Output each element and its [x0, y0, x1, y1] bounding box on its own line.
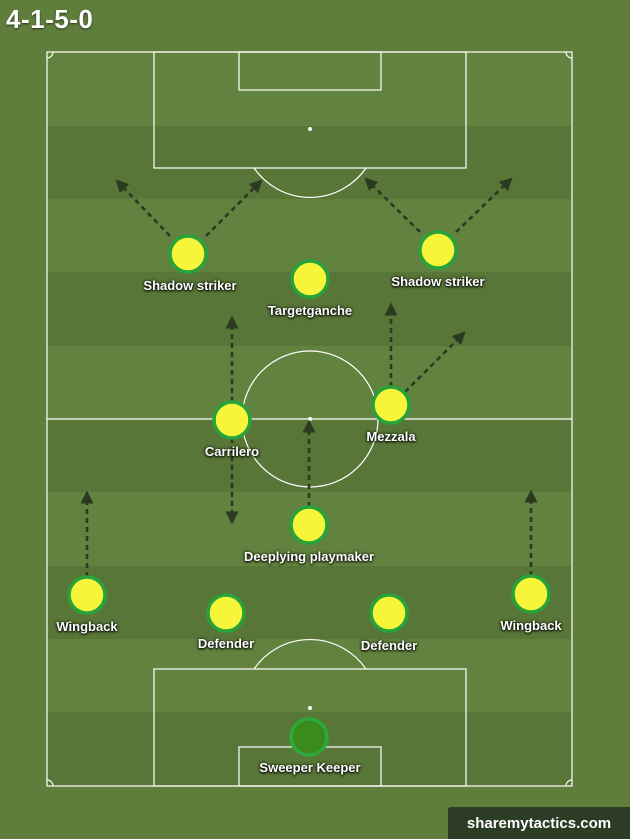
corner-arc-bottom-right	[565, 779, 573, 787]
player-marker-shadow-striker[interactable]	[168, 234, 208, 274]
player-marker-wingback[interactable]	[511, 574, 551, 614]
player-label-targetganche: Targetganche	[267, 303, 353, 318]
grass-stripe	[47, 346, 572, 419]
movement-arrow	[455, 177, 513, 233]
player-marker-shadow-striker[interactable]	[418, 230, 458, 270]
player-label-shadow-striker: Shadow striker	[391, 274, 485, 289]
player-label-shadow-striker: Shadow striker	[143, 278, 237, 293]
top-penalty-spot	[308, 127, 312, 131]
bottom-penalty-arc	[253, 638, 367, 670]
player-label-sweeper-keeper: Sweeper Keeper	[259, 760, 361, 775]
player-marker-wingback[interactable]	[67, 575, 107, 615]
top-goal-area	[238, 51, 382, 91]
movement-arrow	[205, 179, 263, 237]
grass-stripe	[47, 639, 572, 712]
player-label-defender: Defender	[197, 636, 255, 651]
player-label-defender: Defender	[360, 638, 418, 653]
formation-title: 4-1-5-0	[6, 4, 94, 34]
grass-stripe	[47, 126, 572, 199]
grass-stripe	[47, 419, 572, 492]
player-marker-carrilero[interactable]	[212, 400, 252, 440]
top-penalty-arc	[253, 167, 367, 199]
player-marker-defender[interactable]	[369, 593, 409, 633]
player-label-wingback: Wingback	[56, 619, 118, 634]
player-label-wingback: Wingback	[500, 618, 562, 633]
player-marker-defender[interactable]	[206, 593, 246, 633]
movement-arrow	[115, 179, 171, 237]
grass-stripes	[47, 52, 572, 786]
grass-stripe	[47, 566, 572, 639]
movement-arrow	[364, 177, 421, 233]
player-marker-mezzala[interactable]	[371, 385, 411, 425]
centre-spot	[308, 417, 312, 421]
bottom-penalty-spot	[308, 706, 312, 710]
corner-arc-bottom-left	[46, 779, 54, 787]
grass-stripe	[47, 52, 572, 126]
movement-arrow	[404, 331, 466, 393]
player-label-deeplying-playmaker: Deeplying playmaker	[243, 549, 375, 564]
players-layer	[67, 230, 551, 757]
movement-arrows	[80, 177, 538, 577]
brand-watermark[interactable]: sharemytactics.com	[448, 807, 630, 839]
corner-arc-top-right	[565, 51, 573, 59]
player-label-mezzala: Mezzala	[366, 429, 416, 444]
player-marker-deeplying-playmaker[interactable]	[289, 505, 329, 545]
player-marker-targetganche[interactable]	[290, 259, 330, 299]
corner-arc-top-left	[46, 51, 54, 59]
player-label-carrilero: Carrilero	[204, 444, 260, 459]
player-marker-sweeper-keeper[interactable]	[289, 717, 329, 757]
